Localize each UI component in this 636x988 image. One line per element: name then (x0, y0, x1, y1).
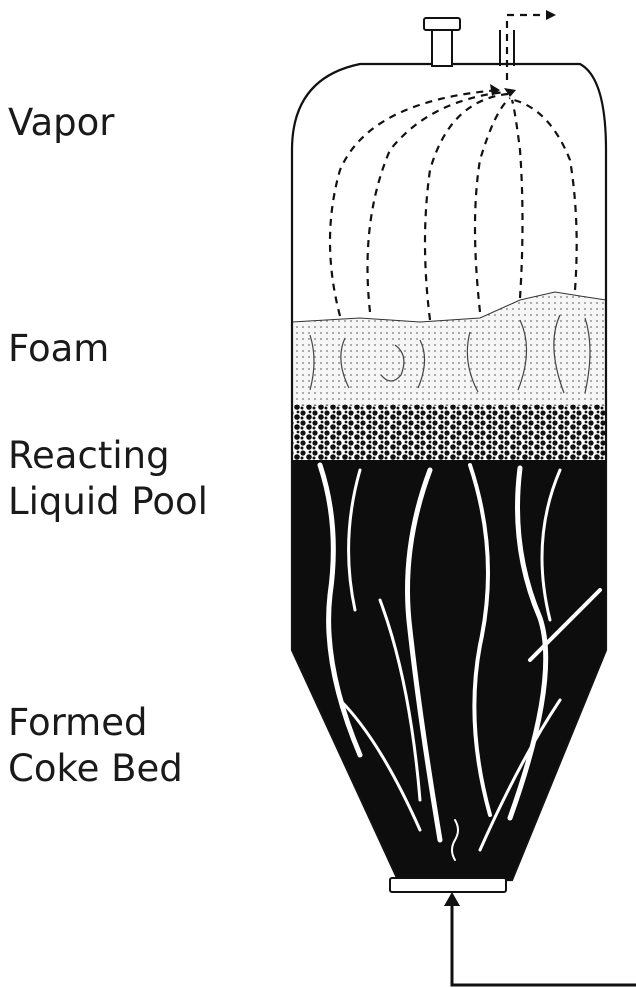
drum-interior (292, 292, 612, 880)
top-flange (424, 18, 460, 66)
feed-inlet-line (452, 896, 636, 985)
feed-arrow-icon (444, 892, 460, 906)
vapor-flow-arrows (330, 15, 577, 320)
coke-bed (292, 460, 606, 880)
bottom-flange (390, 878, 506, 892)
bubble-layer (292, 405, 612, 465)
